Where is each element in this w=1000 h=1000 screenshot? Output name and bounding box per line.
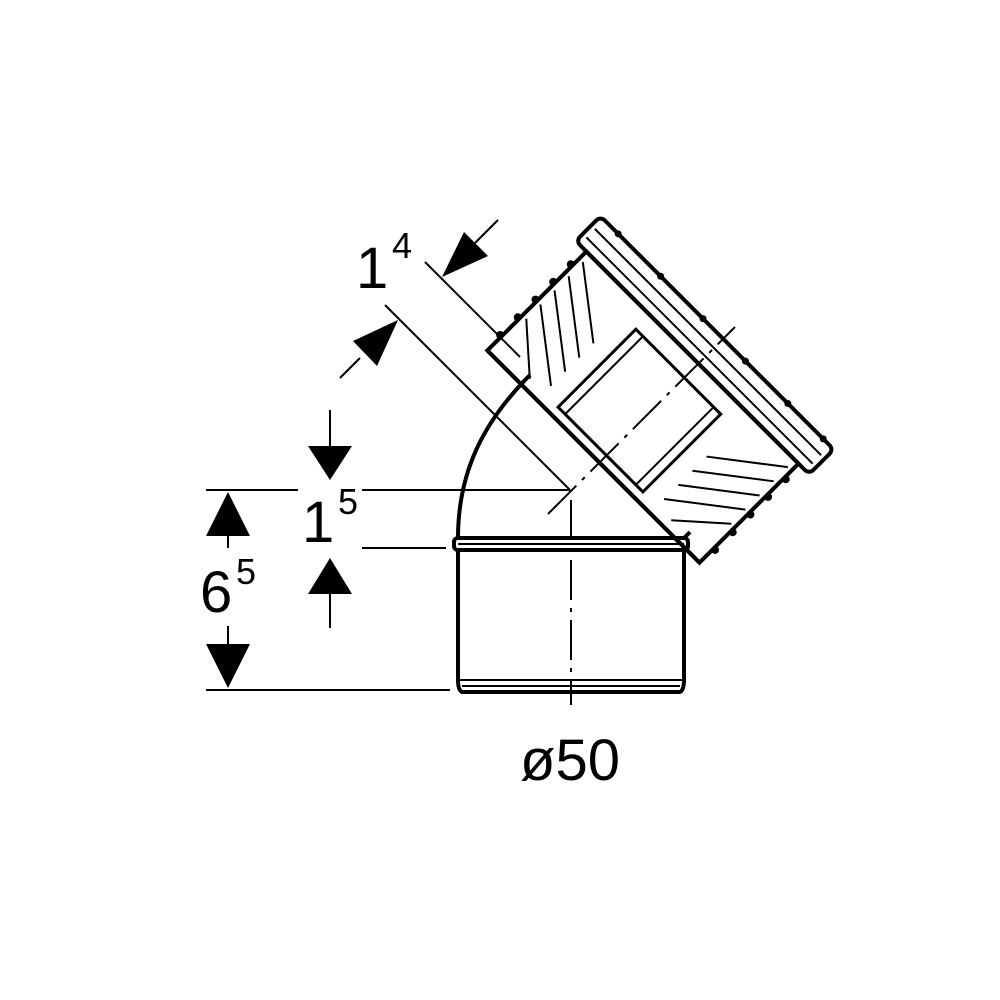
arrow-head-upright bbox=[353, 320, 398, 366]
centerlines bbox=[547, 326, 736, 705]
arrow-head-up-bottom bbox=[308, 558, 352, 594]
arrow-head-up-height bbox=[206, 492, 250, 536]
dim-label-angled: 1 bbox=[356, 236, 388, 301]
arrow-head-down-height bbox=[206, 644, 250, 688]
elbow-bend bbox=[456, 373, 692, 540]
arrow-head-down-top bbox=[308, 446, 352, 480]
dimension-vertical-offset: 1 5 bbox=[206, 410, 570, 628]
diameter-label: ø50 bbox=[520, 728, 620, 793]
arrow-head-downleft bbox=[442, 232, 488, 277]
dim-label-angled-sup: 4 bbox=[392, 225, 412, 266]
threaded-coupling bbox=[484, 216, 834, 566]
dim-label-vertical-sup: 5 bbox=[338, 481, 358, 522]
dim-label-height: 6 bbox=[200, 560, 232, 625]
dim-label-height-sup: 5 bbox=[236, 551, 256, 592]
dimension-total-height: 6 5 bbox=[200, 492, 450, 691]
dim-label-vertical: 1 bbox=[302, 490, 334, 555]
dimension-angled-offset: 1 4 bbox=[339, 219, 571, 491]
